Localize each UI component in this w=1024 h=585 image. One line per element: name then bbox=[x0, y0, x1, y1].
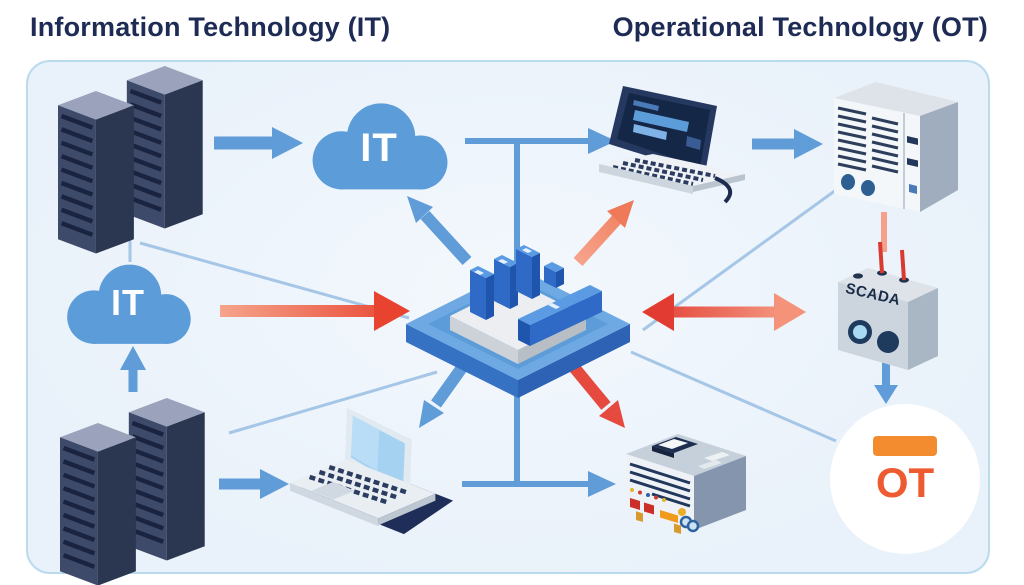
arrow-center-to-top-laptop bbox=[573, 200, 634, 267]
red-arrows bbox=[220, 200, 806, 428]
engineering-laptop-icon bbox=[286, 400, 458, 548]
ot-label: OT bbox=[875, 459, 935, 506]
arrow-scada-to-ot bbox=[874, 362, 898, 404]
control-cabinet-icon bbox=[826, 72, 966, 217]
ot-orange-bar-icon bbox=[873, 436, 937, 456]
arrow-center-to-plc bbox=[568, 362, 625, 428]
arrow-center-to-cloud bbox=[407, 196, 472, 266]
office-laptop-icon bbox=[597, 80, 747, 210]
integration-platform-icon bbox=[398, 228, 638, 403]
arrow-servers-to-cloud bbox=[214, 127, 303, 159]
arrow-laptop-to-plc bbox=[462, 383, 616, 497]
scada-device-icon: SCADA bbox=[832, 240, 942, 372]
it-section-title: Information Technology (IT) bbox=[30, 12, 391, 42]
cloud-it-top-label: IT bbox=[360, 126, 398, 170]
cloud-it-left-label: IT bbox=[111, 282, 145, 323]
ot-badge-icon: OT bbox=[830, 404, 980, 554]
arrow-leftcloud-to-center bbox=[220, 291, 410, 331]
thin-network-lines bbox=[128, 188, 837, 443]
ot-section-title: Operational Technology (OT) bbox=[612, 12, 988, 42]
arrow-laptop-to-cabinet bbox=[752, 129, 823, 159]
arrow-up-to-left-cloud bbox=[120, 346, 146, 392]
server-towers-bottom-icon bbox=[60, 398, 210, 585]
cloud-it-left-icon: IT bbox=[52, 256, 204, 361]
plc-device-icon bbox=[616, 412, 756, 536]
server-towers-top-icon bbox=[58, 66, 208, 258]
arrow-servers-to-bottom-laptop bbox=[219, 469, 289, 499]
arrow-center-scada-bidirectional bbox=[642, 293, 806, 331]
cloud-it-top-icon: IT bbox=[296, 94, 462, 208]
